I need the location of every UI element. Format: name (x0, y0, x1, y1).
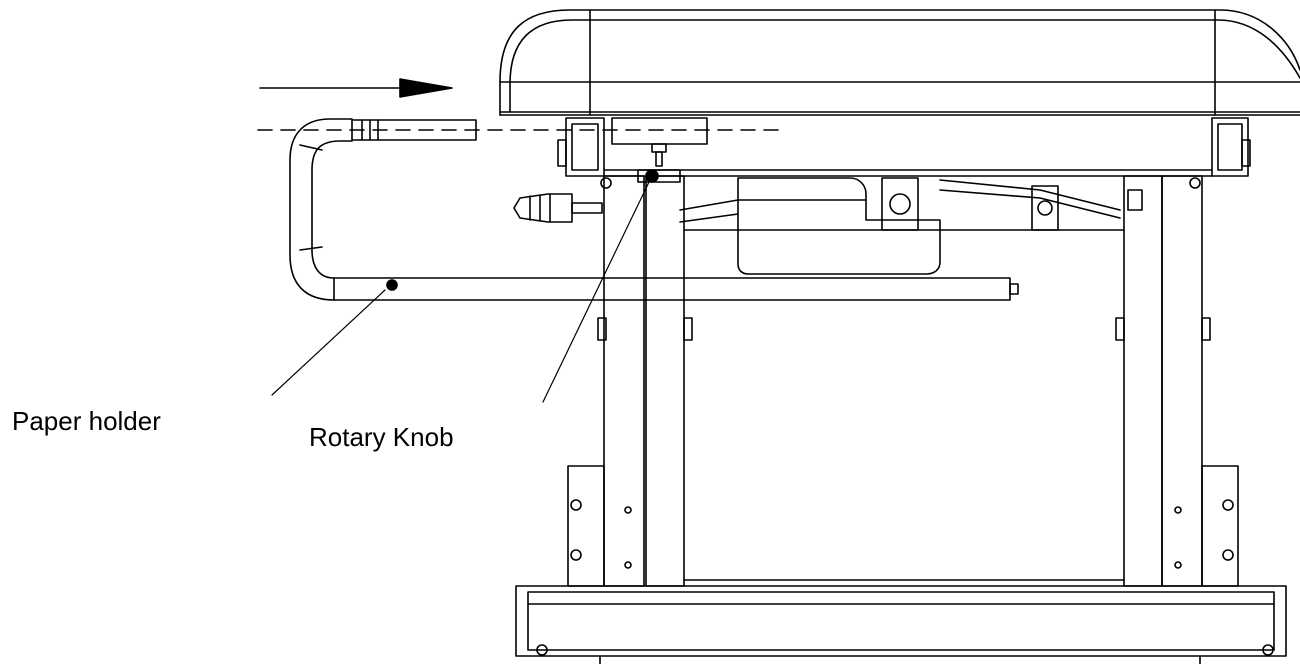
rotary-knob-label: Rotary Knob (309, 422, 454, 452)
lower-brackets (567, 465, 1239, 587)
table-top-cushion (499, 9, 1300, 116)
paper-holder (289, 118, 1019, 301)
base-frame (515, 585, 1287, 664)
frame-brackets (557, 117, 1251, 189)
leader-line-rotary-knob (542, 179, 651, 403)
insertion-arrow (259, 78, 453, 98)
side-handle-knob (513, 193, 603, 223)
motor-housing (679, 177, 1143, 275)
paper-holder-label: Paper holder (12, 406, 161, 436)
vertical-legs (597, 175, 1211, 587)
leader-line-paper-holder (271, 289, 386, 396)
